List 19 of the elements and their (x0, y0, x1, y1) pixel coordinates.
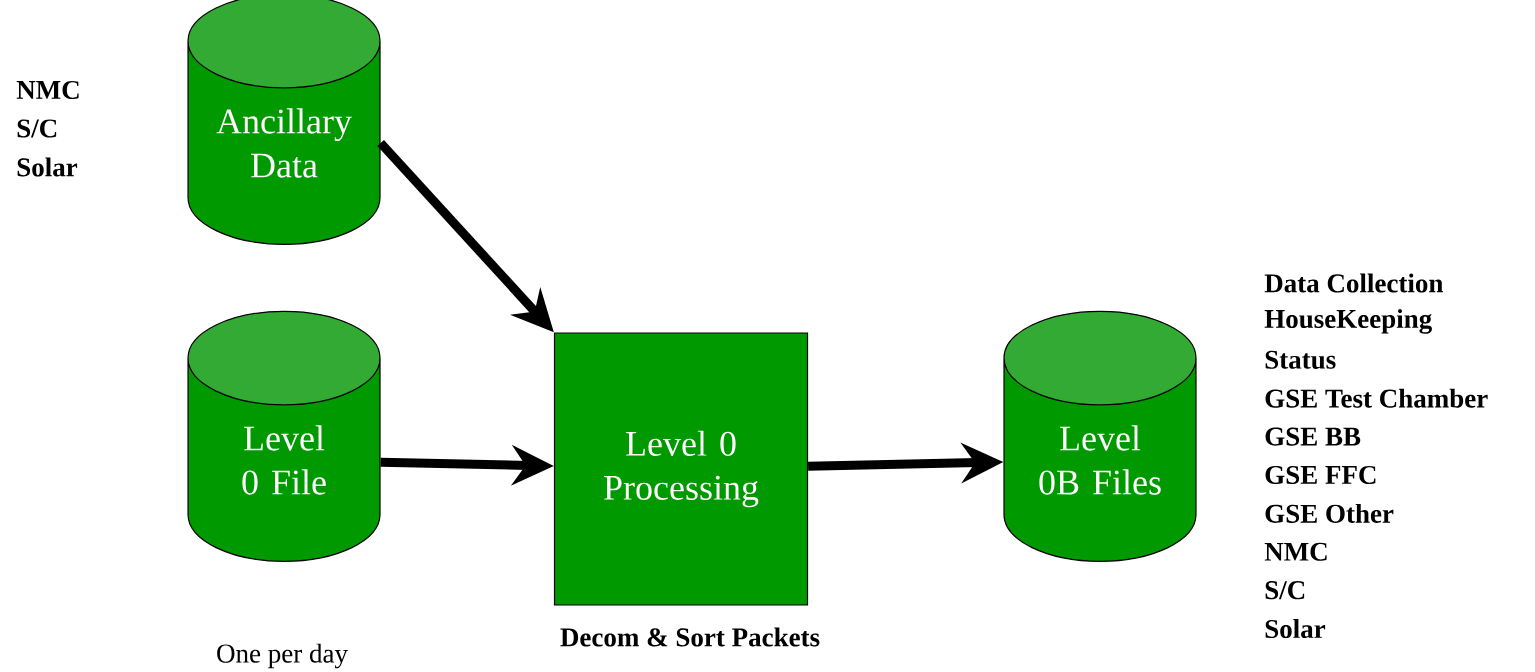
process-box: Level 0 Processing (553, 332, 809, 606)
database-cylinder: Level 0B Files (1003, 310, 1197, 562)
list-item: Solar (17, 157, 78, 177)
list-item: GSE Other (1265, 503, 1394, 523)
database-cylinder: Level 0 File (187, 310, 381, 562)
list-item: Status (1265, 350, 1336, 369)
list-item: S/C (17, 119, 57, 138)
list-item: GSE FFC (1265, 465, 1376, 485)
list-item: GSE Test Chamber (1265, 388, 1488, 408)
list-item: S/C (1265, 581, 1305, 600)
list-item: NMC (16, 80, 79, 100)
list-item: NMC (1264, 542, 1327, 561)
list-item: HouseKeeping (1264, 309, 1432, 334)
node-caption: Decom & Sort Packets (560, 627, 820, 647)
list-item: Data Collection (1264, 273, 1444, 293)
node-caption: One per day (217, 643, 348, 669)
database-cylinder: Ancillary Data (187, 0, 381, 245)
list-item: Solar (1265, 619, 1326, 639)
list-item: GSE BB (1265, 427, 1361, 446)
